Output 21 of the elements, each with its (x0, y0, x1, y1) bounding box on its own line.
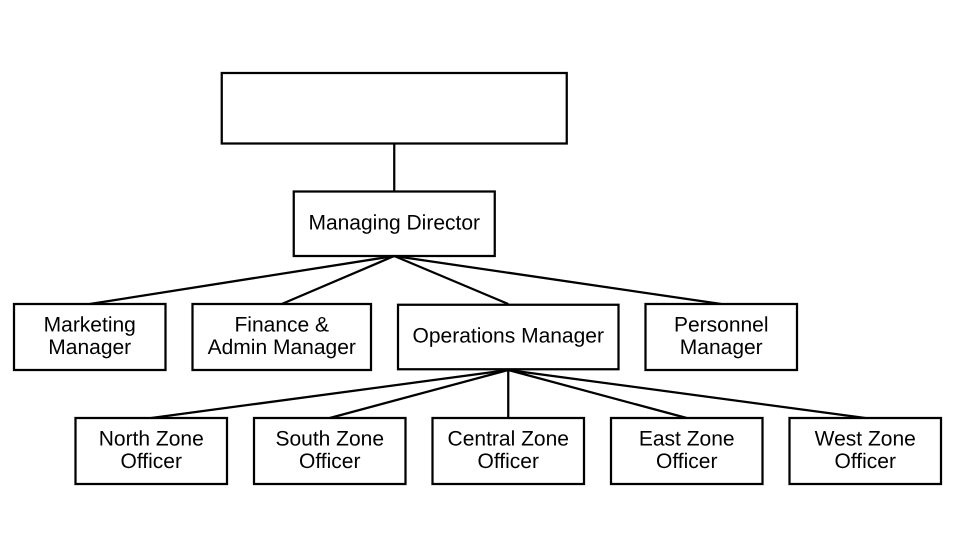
node-box: North Zone Officer (74, 416, 228, 486)
node-box: Operations Manager (396, 304, 620, 370)
connector (393, 144, 396, 192)
connector (329, 368, 509, 420)
connector (508, 368, 866, 420)
connector (394, 254, 722, 306)
connector (281, 254, 395, 306)
node-box: Marketing Manager (12, 302, 167, 372)
connector (508, 368, 688, 420)
node-box (220, 72, 568, 145)
connector (394, 254, 509, 306)
node-box: Personnel Manager (644, 302, 798, 372)
node-box: West Zone Officer (788, 416, 942, 486)
node-box: East Zone Officer (610, 416, 764, 486)
connector (151, 368, 508, 420)
node-box: Managing Director (292, 190, 496, 258)
connector (507, 370, 510, 418)
node-box: Central Zone Officer (431, 416, 586, 486)
node-box: Finance & Admin Manager (191, 302, 372, 372)
connector (90, 254, 394, 306)
node-box: South Zone Officer (252, 416, 407, 486)
